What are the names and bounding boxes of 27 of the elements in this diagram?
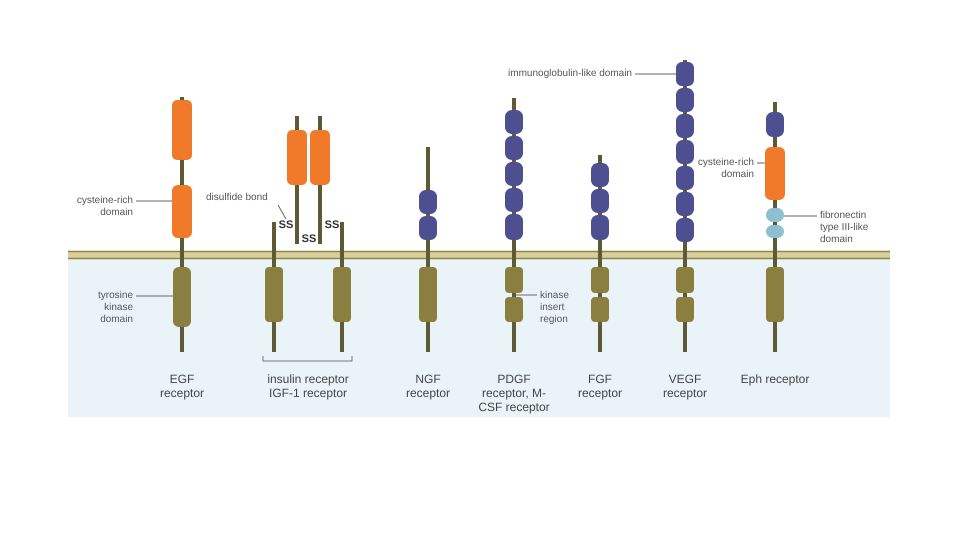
receptor-label: VEGF receptor — [662, 372, 708, 400]
immunoglobulin-domain — [676, 62, 694, 86]
receptor-label: NGF receptor — [404, 372, 452, 400]
receptor-label: EGF receptor — [158, 372, 206, 400]
disulfide-bond-label: SS — [324, 219, 340, 231]
leader-line — [516, 294, 538, 296]
annotation-label: cysteine-rich domain — [60, 195, 133, 219]
annotation-label: immunoglobulin-like domain — [470, 68, 632, 80]
receptor-label: IGF-1 receptor — [268, 386, 348, 400]
annotation-label: disulfide bond — [206, 192, 286, 204]
cysteine-rich-domain — [765, 147, 785, 200]
receptor-label: Eph receptor — [740, 372, 810, 386]
disulfide-bond-label: SS — [300, 233, 318, 245]
leader-line — [136, 200, 172, 202]
annotation-label: tyrosine kinase domain — [80, 290, 133, 326]
receptor-label: PDGF receptor, M-CSF receptor — [477, 372, 551, 414]
annotation-label: fibronectin type III-like domain — [820, 210, 882, 246]
receptor-label: FGF receptor — [576, 372, 624, 400]
leader-line — [278, 204, 286, 220]
kinase-domain — [173, 267, 191, 327]
cysteine-rich-domain — [172, 185, 192, 238]
disulfide-bond-label: SS — [277, 219, 295, 231]
leader-line — [756, 162, 766, 164]
receptor-label: insulin receptor — [266, 372, 350, 386]
annotation-label: cysteine-rich domain — [688, 157, 754, 181]
annotation-label: kinase insert region — [540, 290, 585, 326]
fibronectin-domain — [766, 208, 784, 222]
